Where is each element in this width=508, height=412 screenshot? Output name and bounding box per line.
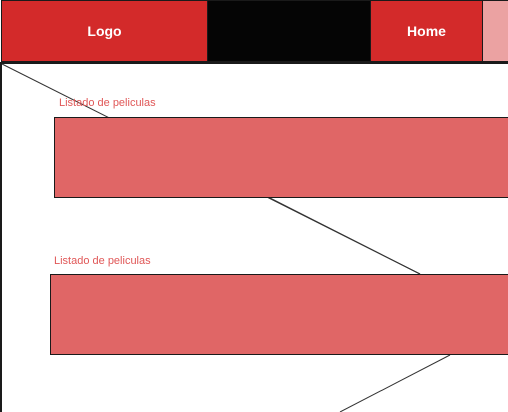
- nav-extra-link[interactable]: [482, 0, 508, 62]
- logo-label: Logo: [87, 23, 122, 39]
- section-title-movie-list-1: Listado de peliculas: [59, 97, 156, 109]
- home-label: Home: [407, 23, 446, 39]
- movie-list-container-1[interactable]: [54, 117, 508, 198]
- page-left-border: [0, 62, 2, 412]
- nav-placeholder-block: [207, 0, 371, 62]
- top-navbar: Logo Home: [0, 0, 508, 64]
- section-title-movie-list-2: Listado de peliculas: [54, 255, 151, 267]
- home-link[interactable]: Home: [370, 0, 483, 62]
- logo-link[interactable]: Logo: [1, 0, 208, 62]
- movie-list-container-2[interactable]: [50, 274, 508, 355]
